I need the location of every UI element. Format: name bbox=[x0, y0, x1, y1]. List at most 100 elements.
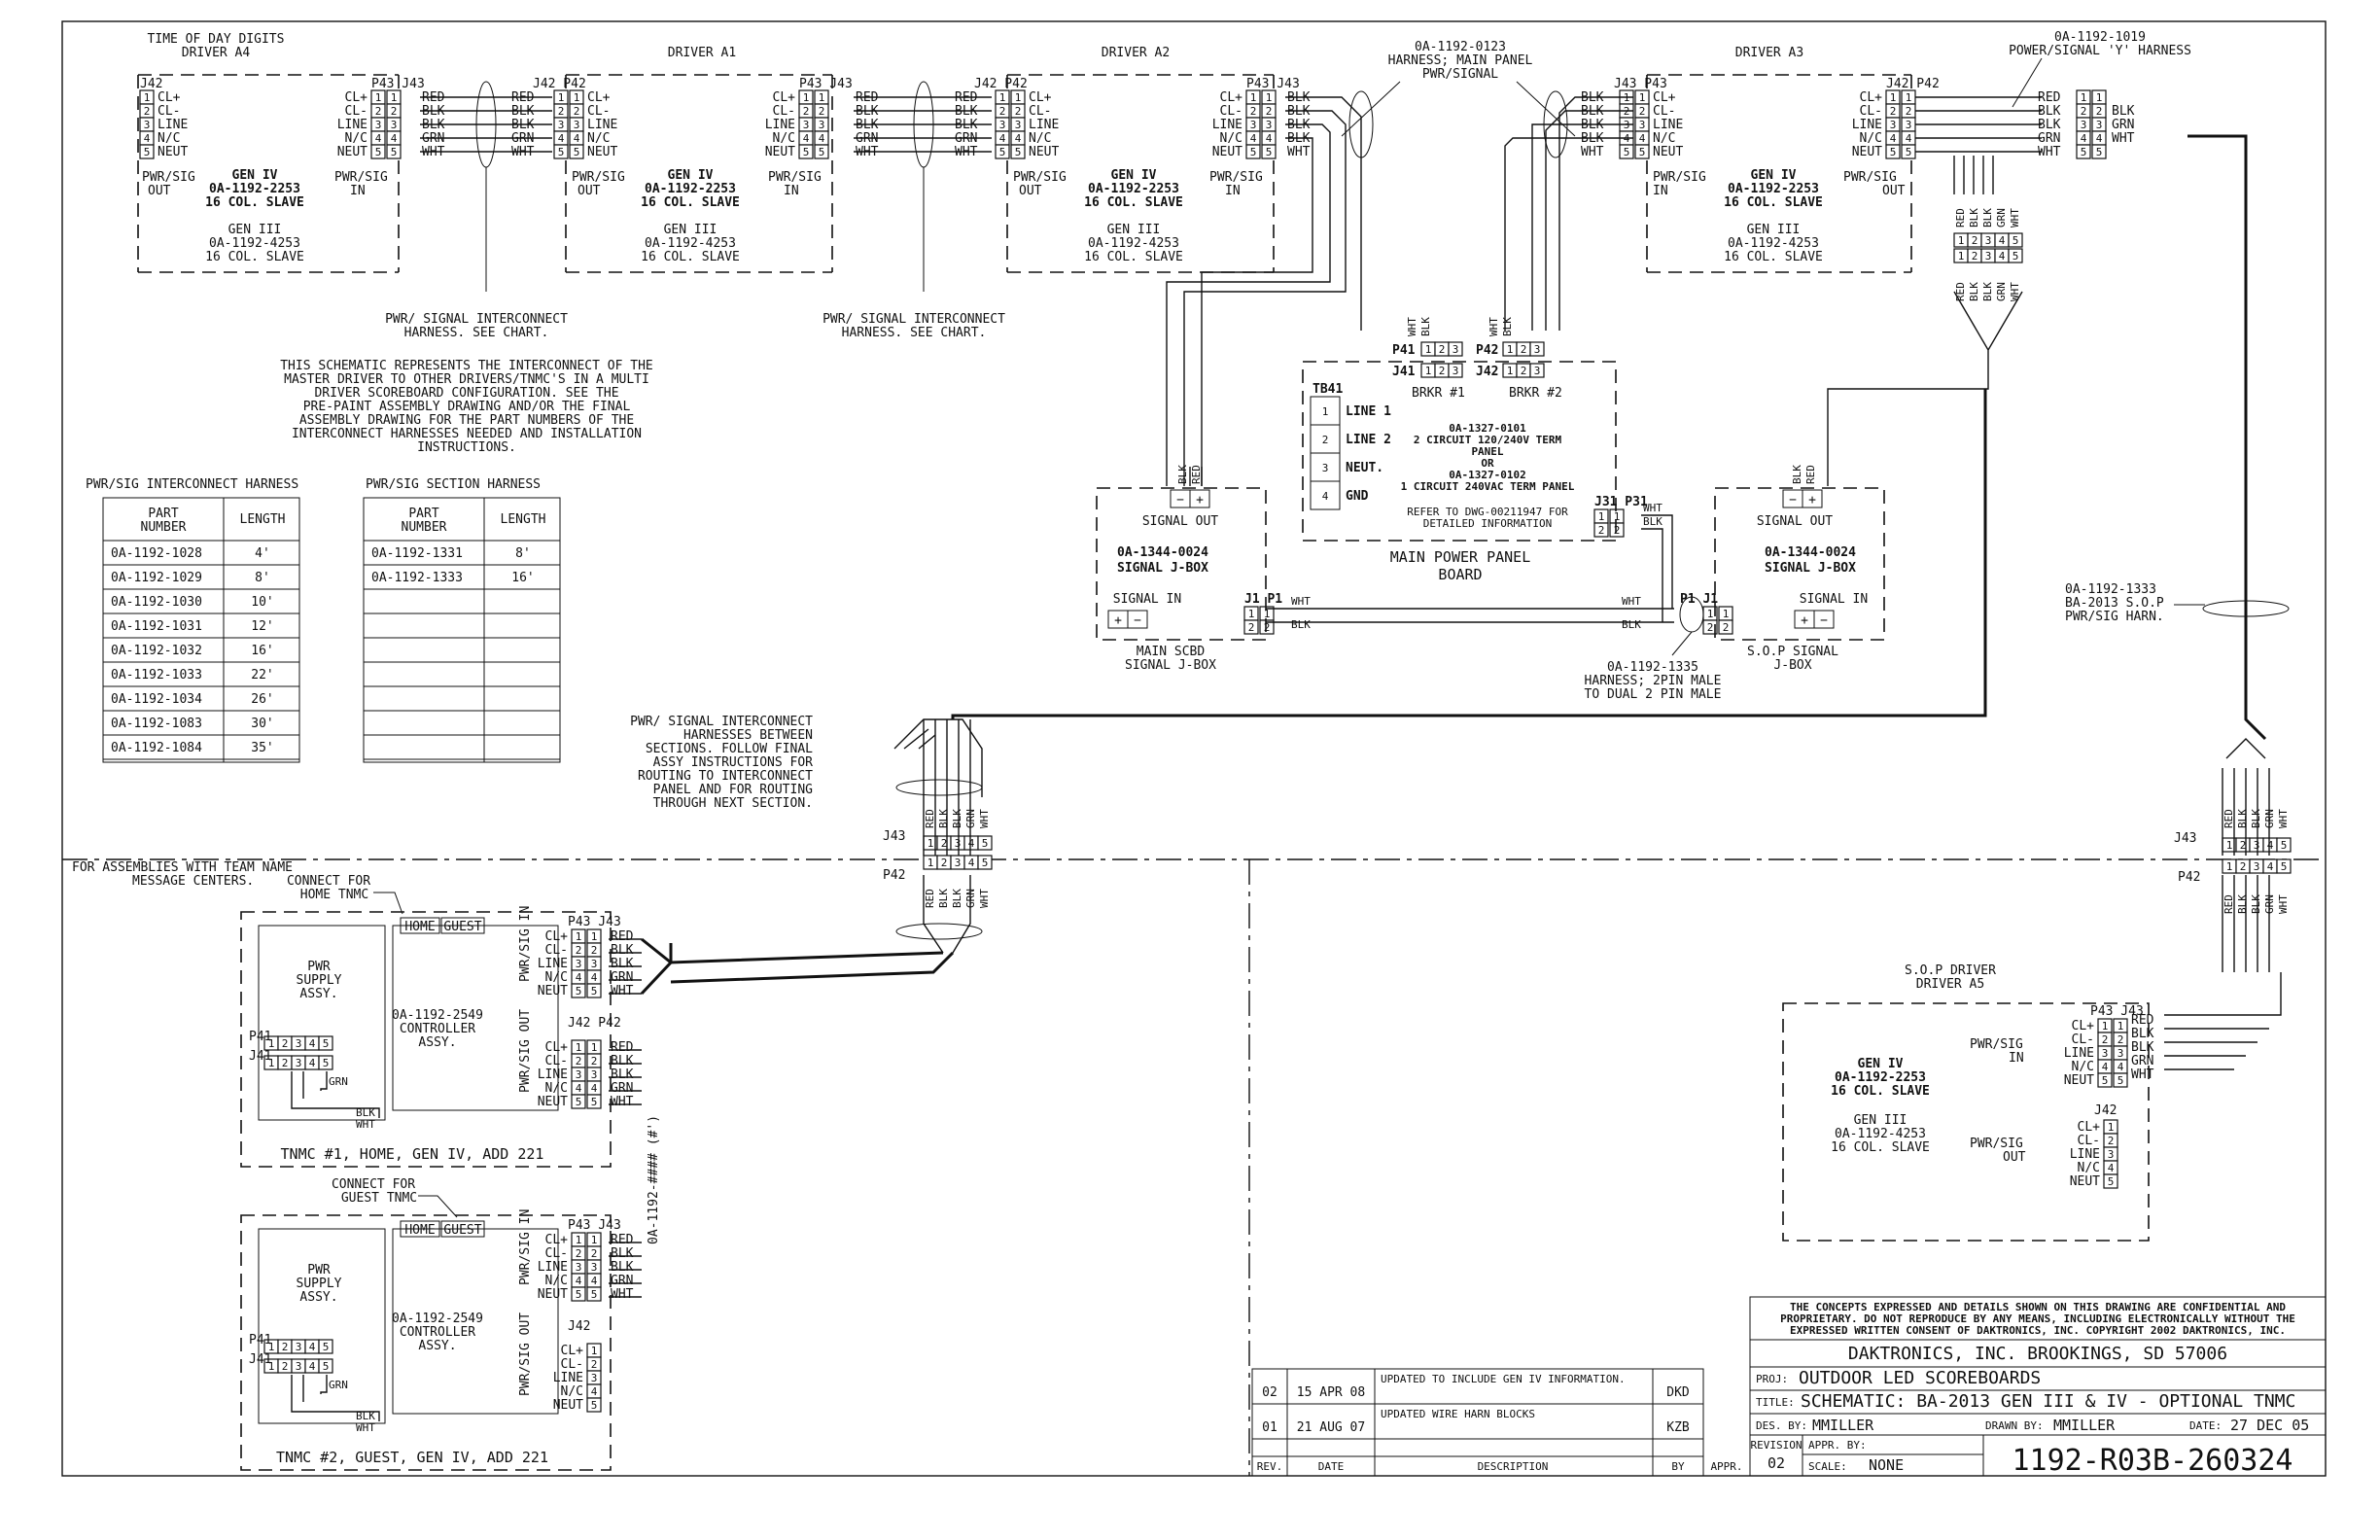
tnmc1-ctrl1: 0A-1192-2549 bbox=[392, 1008, 483, 1023]
tnmc1-ctrl3: ASSY. bbox=[418, 1035, 456, 1050]
a3-out-wire-label: GRN bbox=[2038, 131, 2060, 146]
table1-part-8: 0A-1192-1084 bbox=[111, 741, 202, 755]
a5-j43-pin-num: 4 bbox=[2118, 1061, 2124, 1073]
tnmc1-out-wire-label: RED bbox=[611, 1040, 634, 1055]
tb-proj-label: PROJ: bbox=[1756, 1373, 1788, 1385]
a5-pwr-sig-in-2: IN bbox=[2009, 1051, 2024, 1066]
rev-row2-desc: UPDATED WIRE HARN BLOCKS bbox=[1381, 1408, 1535, 1420]
right-j43-pin-num: 5 bbox=[2281, 839, 2288, 852]
y-harness-top-wire-label: RED bbox=[1954, 208, 1967, 228]
tnmc1-pwr1: PWR bbox=[307, 960, 331, 974]
pp-n2: 2 bbox=[1322, 434, 1329, 446]
a4-j42-pin-num: 5 bbox=[144, 146, 151, 158]
note-l3: DRIVER SCOREBOARD CONFIGURATION. SEE THE bbox=[314, 386, 618, 401]
rev-head-by: BY bbox=[1671, 1460, 1685, 1473]
pp-p41-pin-num: 3 bbox=[1452, 343, 1459, 356]
y-j42-pin-num: 4 bbox=[2081, 132, 2087, 145]
tb-proj: OUTDOOR LED SCOREBOARDS bbox=[1799, 1368, 2041, 1388]
center-p42-pin-num: 2 bbox=[941, 857, 948, 869]
y-harness-bottom-wire-label: BLK bbox=[1968, 282, 1980, 301]
pp-p41: P41 bbox=[1392, 343, 1416, 358]
a5-p43-pin-num: 2 bbox=[2102, 1033, 2109, 1046]
a1-j42-sig-label: CL- bbox=[587, 104, 610, 119]
driver-a5-p43j43: P43 J43 bbox=[2090, 1004, 2144, 1019]
y-j42-pin bbox=[2076, 144, 2091, 159]
a3-j43-sig-label: LINE bbox=[1653, 118, 1683, 132]
tnmc1-j42-sig-label: CL+ bbox=[545, 1040, 569, 1055]
sop-jbox-out-wire-label: RED bbox=[1804, 465, 1817, 484]
center-p42-pin-num: 1 bbox=[928, 857, 934, 869]
driver-a1-outline bbox=[565, 74, 833, 273]
sop-p1-pin bbox=[1702, 619, 1718, 635]
pp-d3: PANEL bbox=[1471, 445, 1503, 458]
title-block: THE CONCEPTS EXPRESSED AND DETAILS SHOWN… bbox=[1749, 1296, 2327, 1478]
a3-p42-pin-num: 4 bbox=[1906, 132, 1912, 145]
tnmc1-p41-pin-num: 5 bbox=[323, 1037, 330, 1050]
pwr-sig-in-2: IN bbox=[1653, 184, 1668, 198]
y-p42-pin-num: 4 bbox=[2096, 132, 2103, 145]
harness-main-l2: HARNESS; MAIN PANEL bbox=[1388, 53, 1533, 68]
svg-text:BLK: BLK bbox=[356, 1410, 375, 1422]
tnmc1-j42-sig-label: N/C bbox=[545, 1081, 568, 1096]
right-p42: P42 bbox=[2178, 870, 2200, 885]
svg-text:GRN: GRN bbox=[329, 1075, 348, 1088]
table1-len-7: 30' bbox=[251, 717, 273, 731]
tnmc2-j41-pin bbox=[318, 1358, 333, 1374]
tb-scale-label: SCALE: bbox=[1808, 1460, 1847, 1473]
a4-j42-pin-num: 1 bbox=[144, 91, 151, 104]
a1-j43-pin-num: 1 bbox=[819, 91, 825, 104]
rev-row2-date: 21 AUG 07 bbox=[1297, 1420, 1365, 1435]
tnmc1-j42-pin-num: 4 bbox=[576, 1082, 582, 1095]
a2-p43-sig-label: LINE bbox=[1212, 118, 1242, 132]
y-harness-b-pin-num: 2 bbox=[1972, 250, 1978, 262]
pwr-sig-in-2: IN bbox=[784, 184, 799, 198]
gen4-l1: GEN IV bbox=[1751, 168, 1797, 183]
gen4-l3: 16 COL. SLAVE bbox=[1831, 1084, 1930, 1099]
tnmc1-j42-pin-num: 3 bbox=[576, 1068, 582, 1081]
a4-j42-pin-num: 3 bbox=[144, 119, 151, 131]
revision-block: 02 15 APR 08 UPDATED TO INCLUDE GEN IV I… bbox=[1251, 1368, 1743, 1477]
tnmc2-p43-sig-label: CL+ bbox=[545, 1233, 569, 1247]
a2-j42-sig-label: LINE bbox=[1029, 118, 1059, 132]
pp-neut: NEUT. bbox=[1346, 461, 1383, 475]
center-j43-pin-num: 3 bbox=[955, 837, 962, 850]
tnmc2-p41: P41 bbox=[249, 1333, 271, 1348]
driver-a5-title2: DRIVER A5 bbox=[1916, 977, 1984, 992]
pp-p42-pin bbox=[1529, 341, 1545, 357]
a3-j42-pin-num: 5 bbox=[1890, 146, 1897, 158]
a1-j43-pin-num: 2 bbox=[819, 105, 825, 118]
harness-1335-l1: 0A-1192-1335 bbox=[1607, 660, 1698, 675]
y-harness-b-pin-num: 5 bbox=[2012, 250, 2019, 262]
right-p42-pin-num: 4 bbox=[2267, 860, 2274, 873]
y-harness-bottom-wire-label: GRN bbox=[1995, 282, 2008, 301]
gen3-l2: 0A-1192-4253 bbox=[645, 236, 736, 251]
tnmc1-outline bbox=[240, 911, 612, 1168]
tnmc1-p42-pin-num: 1 bbox=[591, 1041, 598, 1054]
tnmc1-pwr3: ASSY. bbox=[299, 987, 337, 1001]
tnmc2-ctrl2: CONTROLLER bbox=[400, 1325, 475, 1340]
table1-head-part2: NUMBER bbox=[141, 520, 187, 535]
tnmc1-ctrl2: CONTROLLER bbox=[400, 1022, 475, 1036]
driver-a5-outline bbox=[1782, 1002, 2150, 1242]
pp-d4: OR bbox=[1481, 457, 1494, 470]
pwr-sig-in-2: IN bbox=[1225, 184, 1241, 198]
tnmc1-pwr2: SUPPLY bbox=[297, 973, 342, 988]
driver-a4-gen4: GEN IV 0A-1192-2253 16 COL. SLAVE bbox=[205, 168, 304, 210]
tnmc2-in-wire-label: GRN bbox=[611, 1274, 633, 1288]
pp-name1: MAIN POWER PANEL bbox=[1390, 548, 1531, 566]
svg-text:−: − bbox=[1134, 613, 1141, 628]
a4-j43-pin bbox=[386, 144, 402, 159]
harness-y-label: 0A-1192-1019 POWER/SIGNAL 'Y' HARNESS bbox=[2009, 30, 2191, 108]
a3-j42-sig-label: CL- bbox=[1860, 104, 1882, 119]
a5-j42-pin-num: 3 bbox=[2108, 1148, 2115, 1161]
a5-p43-pin-num: 4 bbox=[2102, 1061, 2109, 1073]
a5-in-wire-label: GRN bbox=[2131, 1054, 2153, 1068]
center-bottom-wire-label: WHT bbox=[978, 889, 991, 908]
svg-text:−: − bbox=[1176, 493, 1184, 508]
top-wiring: PWR/ SIGNAL INTERCONNECT HARNESS. SEE CH… bbox=[385, 81, 2267, 741]
tnmc2-j43-pin-num: 3 bbox=[591, 1261, 598, 1274]
a1-j42-pin-num: 2 bbox=[574, 105, 580, 118]
tnmc2-j42-sig-label: LINE bbox=[553, 1371, 583, 1385]
tnmc1-j41-pin-num: 1 bbox=[268, 1057, 275, 1069]
table2-len-0: 8' bbox=[515, 546, 531, 561]
